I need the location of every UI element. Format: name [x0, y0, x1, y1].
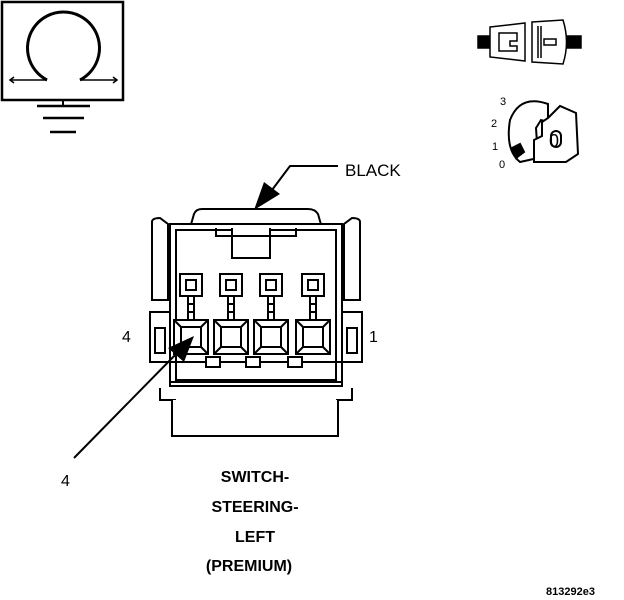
ignition-position-0: 0	[499, 159, 505, 171]
pin-label-left: 4	[122, 329, 131, 346]
key-digit-label: 0	[549, 131, 559, 151]
ignition-position-3: 3	[500, 96, 506, 108]
title-line-1: SWITCH-	[221, 469, 289, 486]
pin-pointer-arrow	[73, 336, 194, 459]
terminal-cavity-3	[213, 273, 249, 355]
terminal-cavity-1	[295, 273, 331, 355]
figure-id: 813292e3	[546, 586, 595, 598]
title-line-2: STEERING-	[211, 499, 298, 516]
ignition-key-icon	[507, 100, 580, 164]
pin-label-right: 1	[369, 329, 378, 346]
terminal-cavities	[173, 273, 331, 355]
connector-color-label: BLACK	[345, 161, 401, 180]
color-pointer-arrow	[254, 165, 338, 210]
connector-halves-icon	[477, 19, 582, 65]
ignition-position-2: 2	[491, 118, 497, 130]
ground-symbol-icon	[0, 0, 125, 134]
terminal-cavity-2	[253, 273, 289, 355]
ignition-position-1: 1	[492, 141, 498, 153]
title-line-4: (PREMIUM)	[206, 558, 292, 575]
title-line-3: LEFT	[235, 529, 275, 546]
pointer-pin-label: 4	[61, 473, 70, 490]
